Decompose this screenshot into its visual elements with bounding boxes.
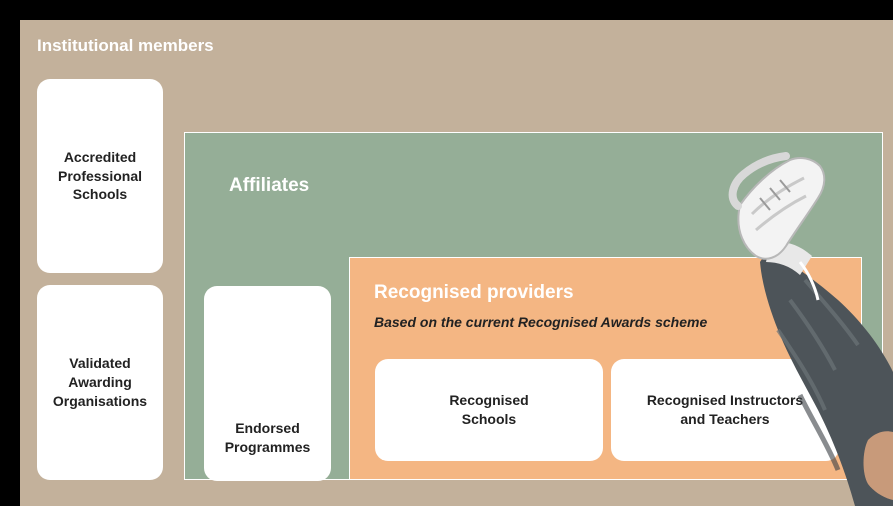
panel-title: Institutional members [37,36,214,55]
accredited-professional-schools-box: Accredited Professional Schools [37,79,163,273]
box-label: Validated Awarding Organisations [52,355,148,409]
recognised-instructors-box: Recognised Instructors and Teachers [611,359,839,461]
box-label: Accredited Professional Schools [57,148,143,203]
box-label: Recognised Schools [449,392,529,427]
recognised-schools-box: Recognised Schools [375,359,603,461]
affiliates-title: Affiliates [229,175,310,196]
box-label: Recognised Instructors and Teachers [646,392,804,427]
institutional-members-panel: Institutional members Accredited Profess… [20,20,893,506]
validated-awarding-organisations-box: Validated Awarding Organisations [37,285,163,480]
providers-title: Recognised providers [374,282,574,303]
endorsed-programmes-box: Endorsed Programmes [204,286,331,481]
affiliates-panel: Affiliates Endorsed Programmes Recognise… [184,132,883,481]
box-label: Endorsed Programmes [224,420,311,456]
recognised-providers-panel: Recognised providers Based on the curren… [349,257,862,480]
providers-subtitle: Based on the current Recognised Awards s… [374,314,708,330]
